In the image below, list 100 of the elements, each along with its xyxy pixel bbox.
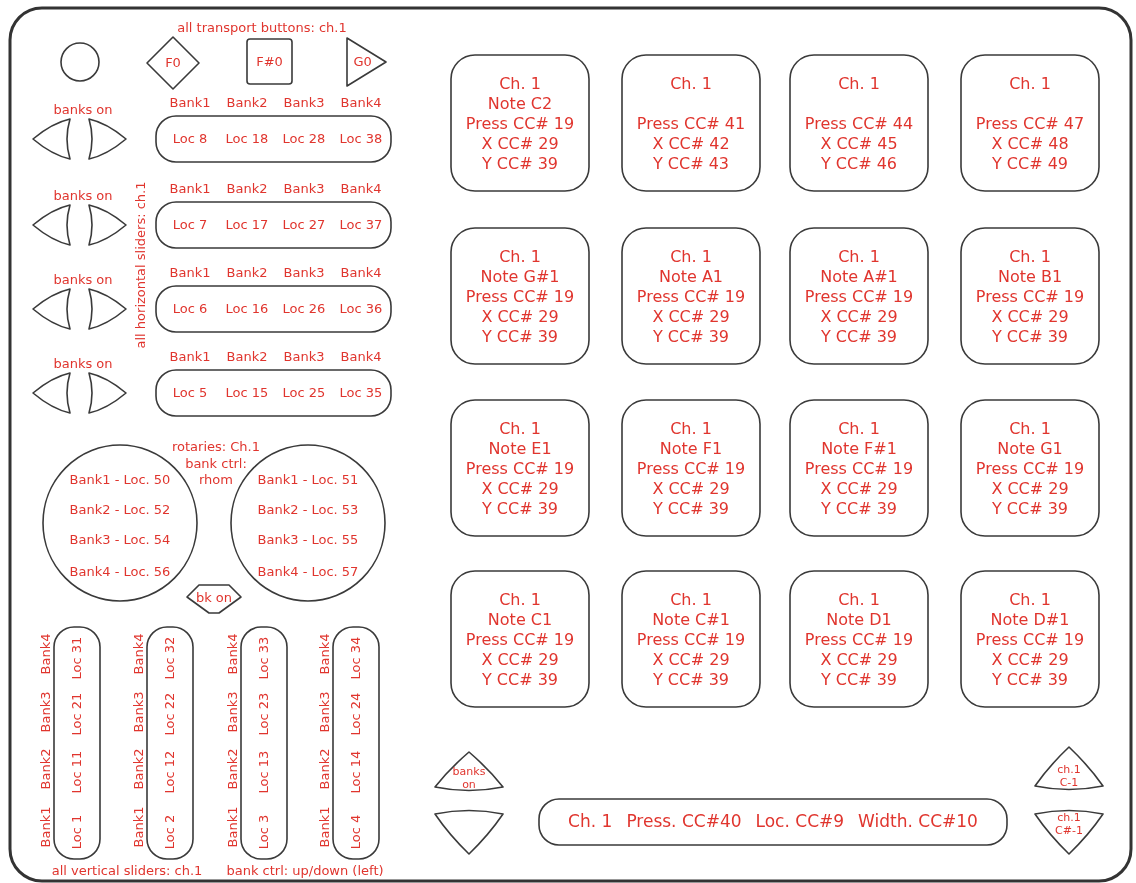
control-label: X CC# 29	[820, 650, 898, 670]
drum-pad	[621, 54, 761, 192]
control-label: Ch. 1	[838, 247, 880, 267]
annotation-label: banks on	[53, 355, 113, 373]
control-label: Bank2 - Loc. 53	[257, 502, 359, 518]
bank-label: Bank1	[169, 349, 211, 365]
control-label: Y CC# 39	[820, 327, 898, 347]
bank-label: Bank1	[169, 95, 211, 111]
control-label: Press CC# 19	[465, 630, 575, 650]
control-label: X CC# 42	[652, 134, 730, 154]
annotation-label: all transport buttons: ch.1	[177, 19, 347, 37]
bank-label: Bank3	[225, 691, 241, 733]
control-label: Ch. 1	[838, 74, 880, 94]
control-label: Y CC# 39	[481, 154, 559, 174]
control-label: banks on	[451, 766, 487, 792]
control-label: X CC# 29	[481, 479, 559, 499]
control-label: Y CC# 39	[481, 670, 559, 690]
control-label: F0	[165, 55, 181, 71]
control-label: Width. CC#10	[858, 812, 978, 832]
control-label: Bank3 - Loc. 54	[69, 532, 171, 548]
bank-button	[433, 750, 505, 793]
annotation-label: banks on	[53, 101, 113, 119]
control-label: Note C#1	[652, 610, 730, 630]
control-label: Y CC# 39	[652, 499, 730, 519]
control-label: Press CC# 19	[636, 459, 746, 479]
annotation-label: bank ctrl: up/down (left)	[226, 862, 384, 880]
bank-label: Bank3	[283, 95, 325, 111]
control-label: X CC# 29	[820, 479, 898, 499]
bank-label: Bank4	[340, 265, 382, 281]
bank-label: Bank2	[225, 748, 241, 790]
transport-button	[345, 37, 387, 87]
control-label: Ch. 1	[568, 812, 613, 832]
control-label: Press CC# 19	[804, 459, 914, 479]
control-label: Note B1	[997, 267, 1063, 287]
drum-pad	[789, 570, 929, 708]
control-label: Loc 24	[348, 692, 364, 736]
control-label: X CC# 29	[991, 307, 1069, 327]
control-label: X CC# 29	[652, 479, 730, 499]
bank-label: Bank4	[340, 349, 382, 365]
drum-pad	[789, 399, 929, 537]
control-label: Press CC# 19	[804, 287, 914, 307]
control-label: Ch. 1	[670, 74, 712, 94]
control-label: Note E1	[488, 439, 552, 459]
control-label: Loc 37	[339, 217, 383, 233]
control-label: X CC# 45	[820, 134, 898, 154]
control-label: Y CC# 39	[481, 499, 559, 519]
control-label: Ch. 1	[838, 419, 880, 439]
bank-button	[185, 583, 243, 615]
control-label: Loc 22	[162, 692, 178, 736]
control-label: Note G#1	[480, 267, 560, 287]
control-label: Press CC# 19	[975, 287, 1085, 307]
round-button	[60, 42, 100, 82]
control-label: Loc 6	[172, 301, 208, 317]
control-label: Note G1	[997, 439, 1063, 459]
control-label: Note F#1	[821, 439, 897, 459]
bank-label: Bank2	[38, 748, 54, 790]
control-label: Ch. 1	[1009, 247, 1051, 267]
annotation-label: banks on	[53, 271, 113, 289]
arrow-button	[31, 203, 73, 247]
drum-pad	[621, 399, 761, 537]
annotation-label: all horizontal sliders: ch.1	[132, 181, 149, 349]
control-label: Loc 32	[162, 636, 178, 680]
control-label: X CC# 29	[991, 650, 1069, 670]
bank-label: Bank3	[283, 349, 325, 365]
bank-label: Bank1	[169, 265, 211, 281]
control-label: Ch. 1	[499, 419, 541, 439]
bank-label: Bank3	[283, 265, 325, 281]
control-label: Loc 4	[348, 814, 364, 850]
control-label: Loc 28	[282, 131, 326, 147]
control-label: Loc 12	[162, 750, 178, 794]
control-label: Y CC# 39	[820, 670, 898, 690]
long-slider	[538, 798, 1008, 846]
control-label: X CC# 29	[481, 134, 559, 154]
control-label: Press CC# 44	[804, 114, 914, 134]
bank-label: Bank1	[225, 806, 241, 848]
control-label: Loc 5	[172, 385, 208, 401]
bank-label: Bank4	[38, 633, 54, 675]
control-label: ch.1 C#-1	[1054, 812, 1084, 838]
control-label: Loc 36	[339, 301, 383, 317]
drum-pad	[450, 54, 590, 192]
control-label: F#0	[256, 54, 283, 69]
drum-pad	[960, 399, 1100, 537]
control-label: Press CC# 19	[465, 287, 575, 307]
control-label: Note A1	[658, 267, 724, 287]
bank-label: Bank1	[38, 806, 54, 848]
control-label: Ch. 1	[838, 590, 880, 610]
control-label: Loc 18	[225, 131, 269, 147]
control-label: Ch. 1	[1009, 74, 1051, 94]
arrow-button	[31, 117, 73, 161]
drum-pad	[450, 570, 590, 708]
arrow-button	[31, 371, 73, 415]
annotation-label: all vertical sliders: ch.1	[51, 862, 203, 880]
drum-pad	[789, 227, 929, 365]
control-label: X CC# 29	[652, 650, 730, 670]
bank-label: Bank3	[38, 691, 54, 733]
control-label: Press CC# 19	[636, 630, 746, 650]
control-label: Ch. 1	[499, 247, 541, 267]
control-label: Loc 21	[69, 692, 85, 736]
control-label: Loc 14	[348, 750, 364, 794]
bank-label: Bank1	[169, 181, 211, 197]
